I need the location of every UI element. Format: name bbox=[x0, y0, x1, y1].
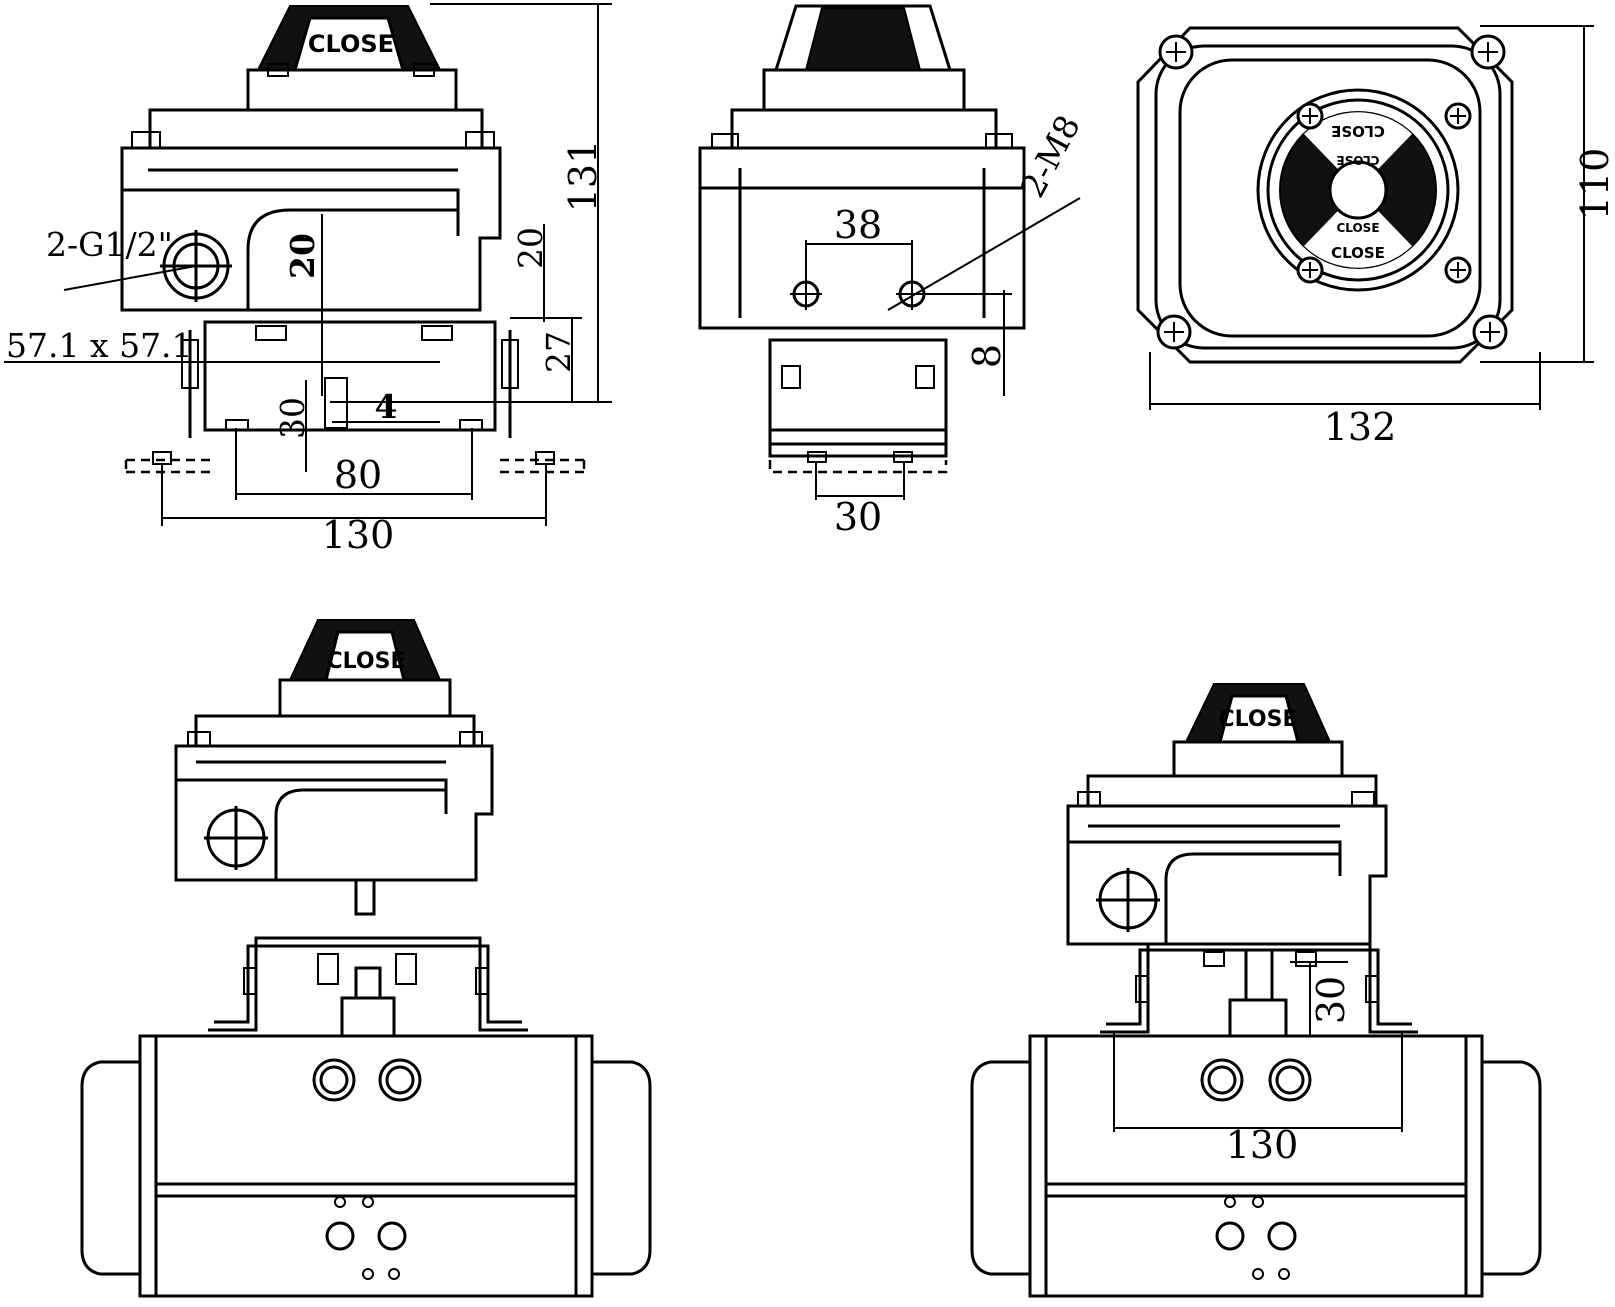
front-view: CLOSE 2-G1/2" 57.1 x 57.1 bbox=[4, 3, 612, 557]
top-label-close-2: CLOSE bbox=[1336, 153, 1379, 167]
asm2-endcap-left bbox=[970, 1060, 1030, 1276]
side-body-top bbox=[730, 108, 998, 150]
front-bracket-side-l bbox=[181, 339, 199, 389]
asm2-cap-label: CLOSE bbox=[1219, 707, 1298, 732]
front-bracket bbox=[188, 320, 512, 438]
top-indicator-window-top bbox=[1304, 112, 1412, 190]
front-mount-plate bbox=[124, 458, 586, 474]
asm1-cap-label: CLOSE bbox=[327, 649, 406, 674]
front-cap-label: CLOSE bbox=[308, 30, 394, 58]
side-cap bbox=[804, 7, 922, 71]
dim-80: 80 bbox=[334, 453, 382, 497]
dim-130: 130 bbox=[322, 513, 395, 557]
dim-110: 110 bbox=[1573, 148, 1615, 221]
assembly-mounted: CLOSE bbox=[970, 683, 1542, 1298]
front-cap-nut-left bbox=[267, 63, 289, 77]
front-thread-label: 2-G1/2" bbox=[46, 225, 173, 264]
front-bracket-nut-1 bbox=[255, 325, 287, 341]
asm2-bracket bbox=[1100, 942, 1418, 1034]
asm2-actuator-shaft bbox=[1228, 998, 1288, 1038]
asm1-shaft bbox=[354, 878, 376, 916]
dim-30: 30 bbox=[273, 397, 312, 439]
side-view: 38 2-M8 8 30 bbox=[698, 4, 1088, 539]
front-bolt-right bbox=[465, 131, 495, 149]
asm1-body bbox=[174, 744, 494, 882]
dim-8: 8 bbox=[965, 344, 1009, 368]
asm1-actuator bbox=[138, 1034, 594, 1298]
dim-132: 132 bbox=[1324, 405, 1397, 449]
front-bracket-nut-2 bbox=[421, 325, 453, 341]
top-view: CLOSE CLOSE CLOSE CLOSE 132 110 bbox=[1136, 25, 1615, 449]
front-cap-nut-right bbox=[413, 63, 435, 77]
side-body bbox=[698, 146, 1026, 330]
dim-asm-130: 130 bbox=[1226, 1123, 1299, 1167]
asm1-actuator-shaft bbox=[340, 996, 396, 1038]
top-dome-mid bbox=[1266, 98, 1450, 282]
front-body-rib bbox=[122, 188, 460, 236]
dim-131: 131 bbox=[561, 140, 605, 213]
asm1-bracket bbox=[208, 936, 528, 1032]
front-body-top bbox=[148, 108, 484, 150]
dim-asm-30: 30 bbox=[1309, 976, 1353, 1024]
front-shaft-label: 57.1 x 57.1 bbox=[6, 326, 193, 365]
side-bracket bbox=[768, 338, 948, 458]
assembly-exploded: CLOSE bbox=[80, 619, 652, 1298]
front-body-cutout bbox=[246, 208, 458, 310]
side-cap-frame bbox=[774, 4, 952, 71]
top-inner-frame-2 bbox=[1154, 44, 1502, 350]
dim-side-30: 30 bbox=[834, 495, 882, 539]
top-label-close-3: CLOSE bbox=[1336, 221, 1379, 235]
asm1-endcap-right bbox=[592, 1060, 652, 1276]
side-mount-plate bbox=[768, 460, 948, 474]
front-bracket-side-r bbox=[501, 339, 519, 389]
top-indicator-window-bottom bbox=[1304, 190, 1412, 268]
dim-38: 38 bbox=[834, 203, 882, 247]
top-inner-frame bbox=[1178, 58, 1482, 338]
top-label-close-1: CLOSE bbox=[1331, 122, 1385, 140]
dim-20-side: 20 bbox=[511, 227, 550, 269]
dim-20-inner: 20 bbox=[283, 233, 322, 279]
side-bolt-leader bbox=[887, 197, 1081, 311]
top-dome-outer bbox=[1256, 88, 1460, 292]
front-bolt-left bbox=[131, 131, 161, 149]
side-cap-base bbox=[762, 68, 966, 112]
asm2-body bbox=[1066, 804, 1388, 946]
dim-4: 4 bbox=[375, 387, 398, 426]
front-thread-leader bbox=[63, 265, 197, 291]
asm1-endcap-left bbox=[80, 1060, 140, 1276]
asm2-endcap-right bbox=[1482, 1060, 1542, 1276]
top-label-close-4: CLOSE bbox=[1331, 244, 1385, 262]
front-body bbox=[120, 146, 502, 312]
dim-27: 27 bbox=[539, 331, 578, 373]
